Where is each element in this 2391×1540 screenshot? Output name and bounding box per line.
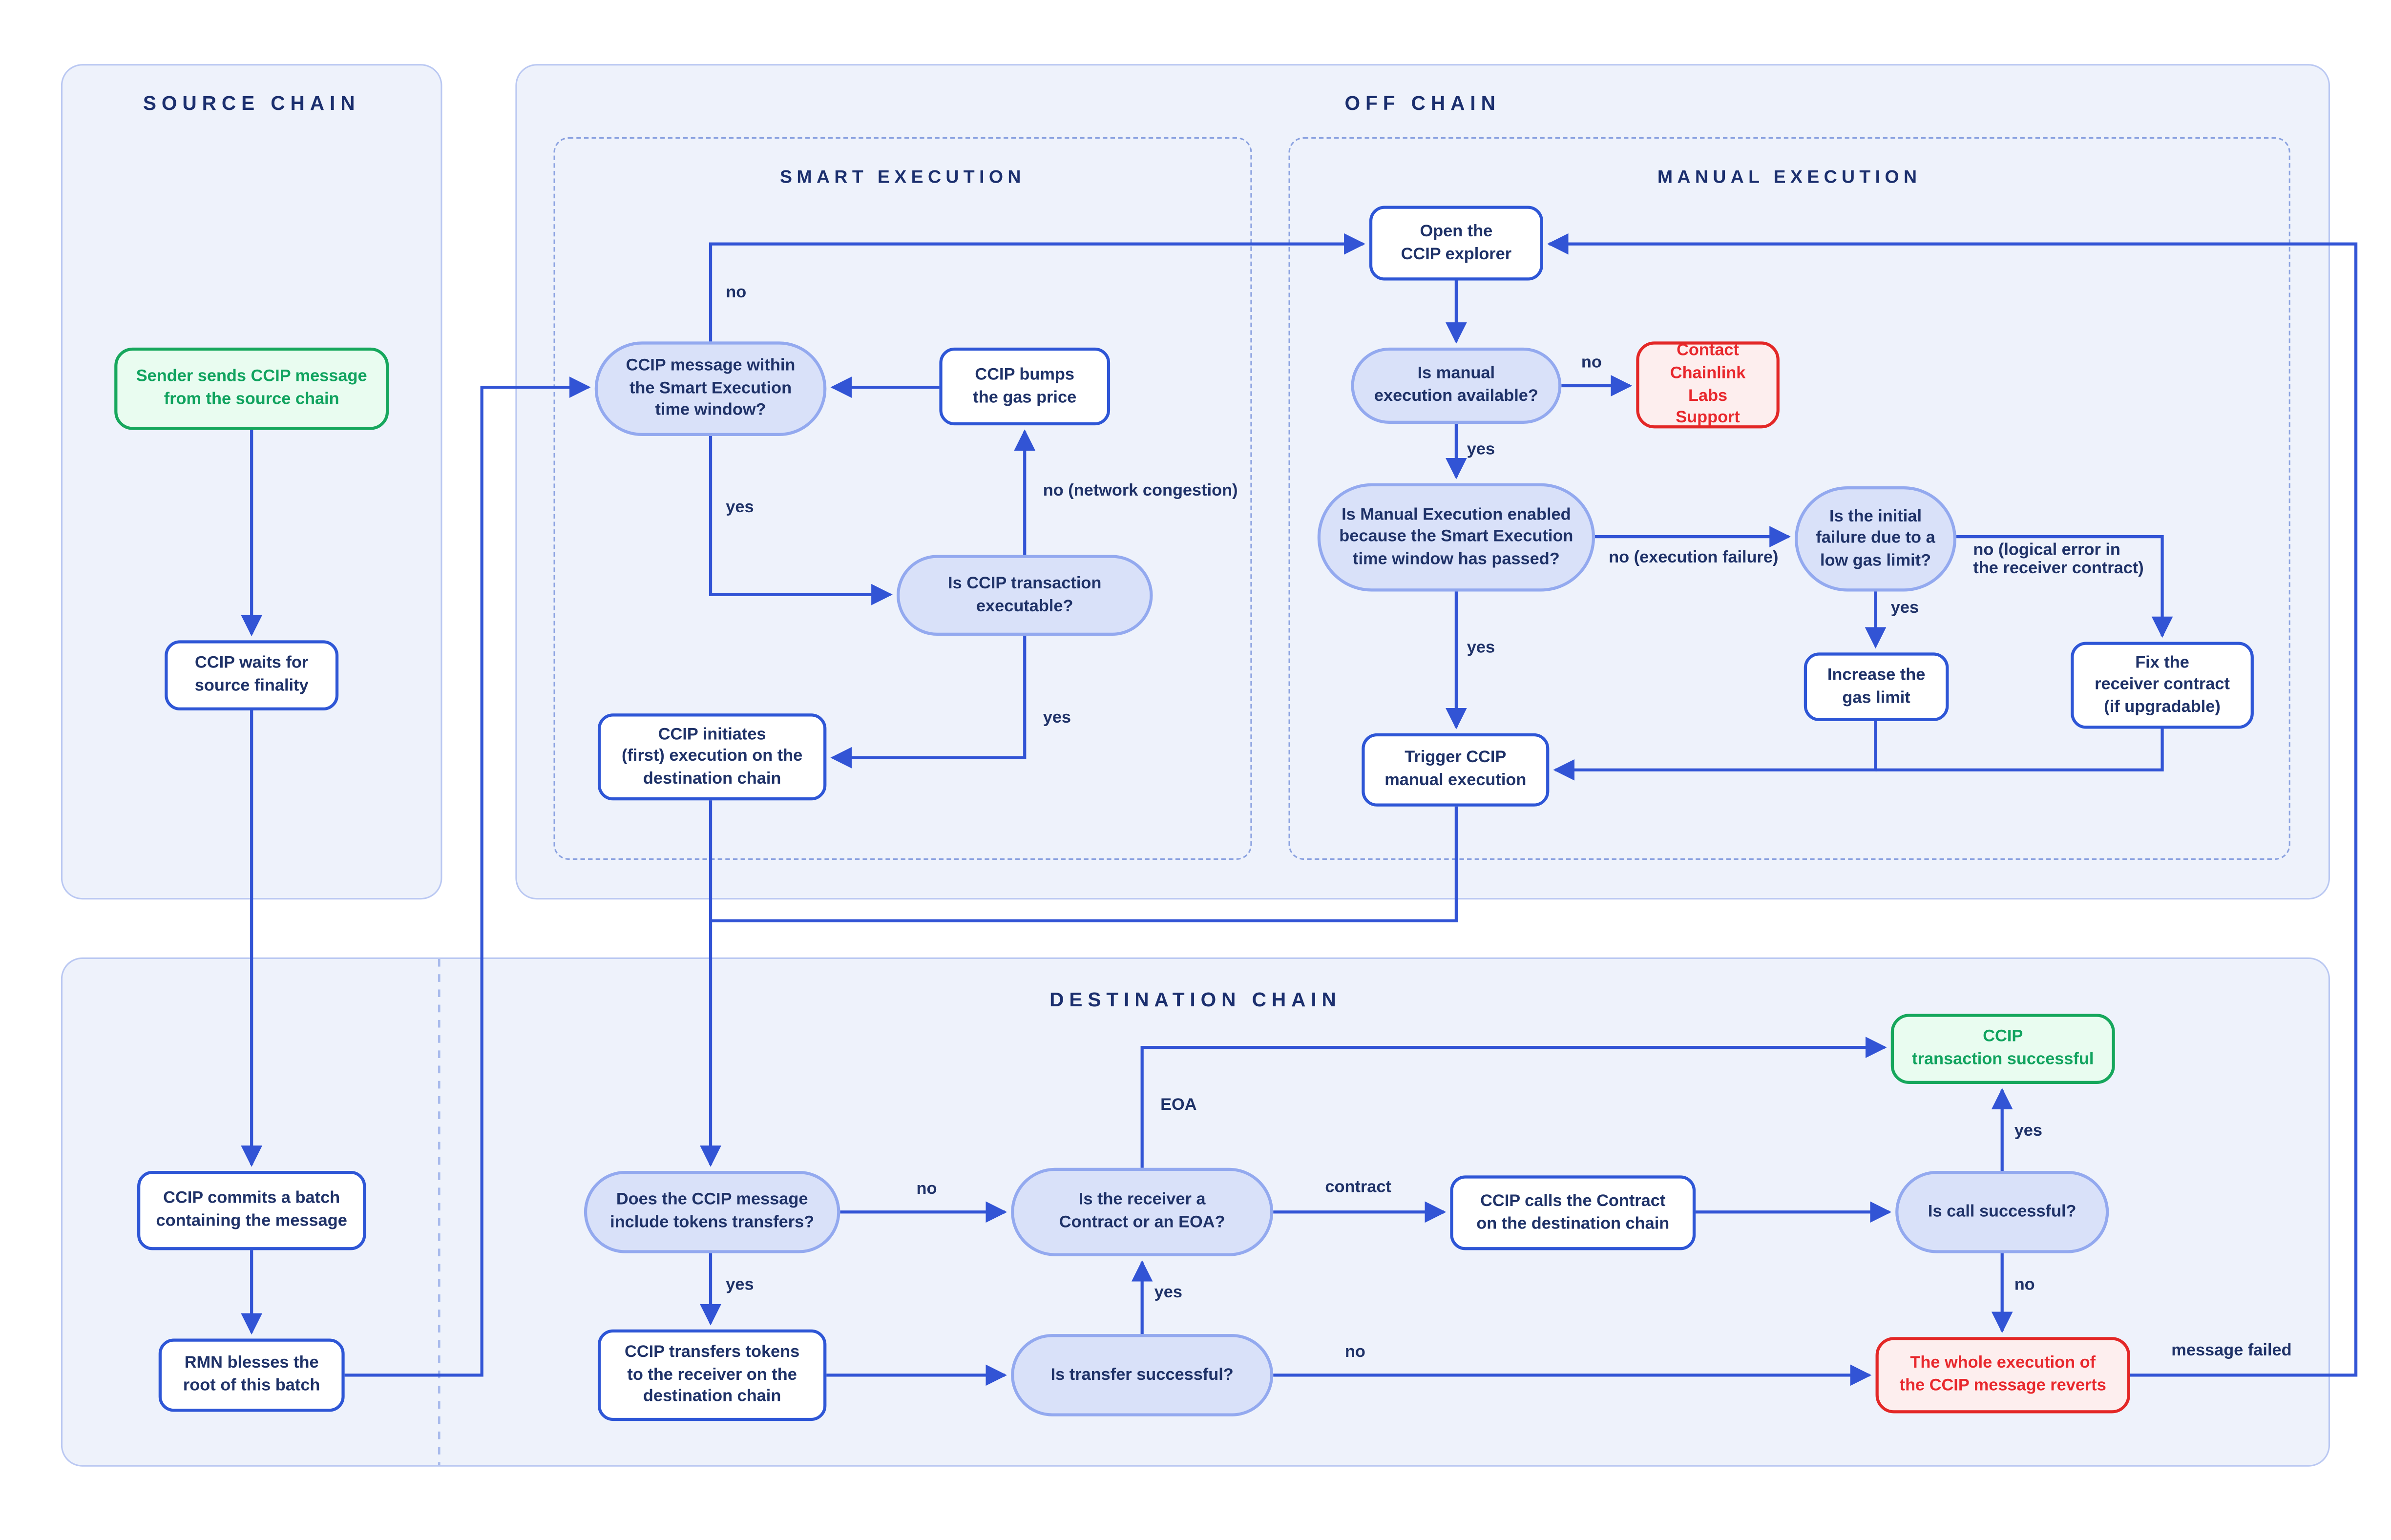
edge-label-tokens-yes: yes: [726, 1276, 754, 1294]
node-ccip-waits-source-finality: CCIP waits for source finality: [165, 640, 339, 711]
panel-title-manual-execution: MANUAL EXECUTION: [1657, 166, 1922, 188]
node-contact-chainlink-labs-support: Contact Chainlink Labs Support: [1636, 341, 1780, 429]
node-sender-sends-ccip-message: Sender sends CCIP message from the sourc…: [114, 347, 389, 430]
edge-label-transfer-no: no: [1344, 1343, 1365, 1362]
node-ccip-calls-contract: CCIP calls the Contract on the destinati…: [1450, 1175, 1696, 1250]
panel-title-source-chain: SOURCE CHAIN: [143, 91, 360, 115]
edge-trigger-to-tokens-join: [711, 806, 1458, 923]
decision-manual-execution-enabled: Is Manual Execution enabled because the …: [1317, 483, 1595, 592]
decision-is-transfer-successful: Is transfer successful?: [1011, 1334, 1274, 1416]
decision-message-includes-token-transfers: Does the CCIP message include tokens tra…: [584, 1171, 840, 1253]
edge-receiver-eoa-to-success: [1140, 1037, 1887, 1168]
edge-initialfailure-no-to-fix: [1956, 535, 2173, 638]
node-ccip-bumps-gas-price: CCIP bumps the gas price: [939, 347, 1111, 426]
edge-increase-to-trigger: [1553, 721, 1877, 781]
node-increase-gas-limit: Increase the gas limit: [1804, 652, 1949, 721]
edge-label-eoa: EOA: [1160, 1096, 1197, 1115]
edge-reverts-messagefailed-to-explorer: [1547, 233, 2358, 1377]
edge-label-manual-available-no: no: [1581, 354, 1602, 372]
edge-label-initial-failure-yes: yes: [1890, 599, 1919, 618]
node-ccip-transaction-successful: CCIP transaction successful: [1890, 1014, 2115, 1084]
node-ccip-initiates-execution: CCIP initiates (first) execution on the …: [597, 713, 827, 801]
decision-message-within-time-window: CCIP message within the Smart Execution …: [594, 341, 827, 437]
edge-label-execution-failure: no (execution failure): [1609, 549, 1779, 567]
decision-initial-failure-low-gas: Is the initial failure due to a low gas …: [1795, 486, 1957, 592]
edge-label-logical-error: no (logical error in the receiver contra…: [1973, 541, 2144, 578]
panel-title-destination-chain: DESTINATION CHAIN: [1049, 988, 1342, 1011]
node-rmn-blesses-root: RMN blesses the root of this batch: [158, 1338, 345, 1412]
edge-label-tokens-no: no: [916, 1180, 937, 1199]
subpanel-manual-execution: [1288, 137, 2290, 860]
panel-title-smart-execution: SMART EXECUTION: [780, 166, 1026, 188]
edge-label-executable-yes: yes: [1043, 708, 1071, 728]
node-fix-receiver-contract: Fix the receiver contract (if upgradable…: [2071, 642, 2254, 729]
edge-label-smart-yes: yes: [726, 499, 754, 517]
node-ccip-message-reverts: The whole execution of the CCIP message …: [1875, 1337, 2130, 1414]
edge-executable-yes-to-initiates: [830, 636, 1027, 769]
node-ccip-commits-batch: CCIP commits a batch containing the mess…: [137, 1171, 366, 1250]
edge-label-manual-available-yes: yes: [1467, 440, 1495, 459]
edge-label-smart-no: no: [726, 283, 747, 302]
decision-manual-execution-available: Is manual execution available?: [1351, 347, 1562, 424]
edge-label-message-failed: message failed: [2171, 1341, 2292, 1360]
panel-title-off-chain: OFF CHAIN: [1344, 91, 1501, 115]
edge-msgwindow-yes-to-executable: [709, 436, 893, 605]
decision-is-call-successful: Is call successful?: [1895, 1171, 2109, 1253]
edge-label-network-congestion: no (network congestion): [1043, 481, 1238, 500]
node-ccip-transfers-tokens: CCIP transfers tokens to the receiver on…: [597, 1329, 827, 1421]
decision-transaction-executable: Is CCIP transaction executable?: [896, 555, 1153, 636]
edge-fix-to-trigger-join: [1875, 728, 2164, 771]
edge-label-contract: contract: [1325, 1178, 1391, 1197]
decision-receiver-contract-or-eoa: Is the receiver a Contract or an EOA?: [1011, 1167, 1274, 1256]
edge-msgwindow-no-to-explorer: [709, 233, 1365, 342]
node-open-ccip-explorer: Open the CCIP explorer: [1369, 206, 1543, 281]
subpanel-smart-execution: [553, 137, 1252, 860]
edge-label-call-no: no: [2014, 1276, 2035, 1294]
edge-label-transfer-yes: yes: [1154, 1284, 1182, 1302]
edge-label-manual-enabled-yes: yes: [1467, 639, 1495, 657]
node-trigger-ccip-manual-execution: Trigger CCIP manual execution: [1362, 733, 1550, 807]
edge-rmn-to-msgwindow: [344, 376, 591, 1377]
edge-label-call-yes: yes: [2014, 1122, 2043, 1141]
